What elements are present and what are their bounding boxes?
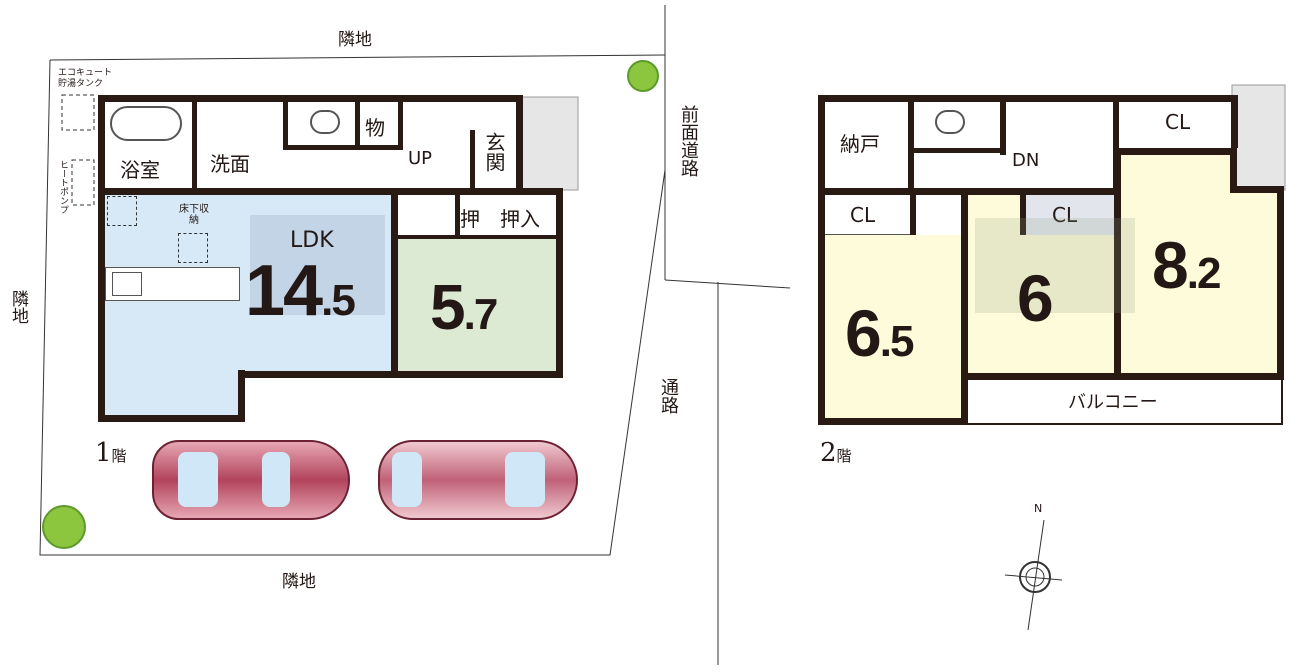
compass-north-label: N bbox=[1034, 502, 1043, 515]
ecocute-label: エコキュート貯湯タンク bbox=[58, 68, 113, 89]
bedroom-6-5-size: 6.5 bbox=[845, 296, 914, 370]
storage-label: 物 bbox=[365, 116, 385, 140]
underfloor-storage-label: 床下収納 bbox=[179, 204, 209, 226]
storeroom-label: 納戸 bbox=[840, 132, 880, 156]
neighbor-left-label: 隣地 bbox=[8, 290, 28, 324]
stairs-up-label: UP bbox=[408, 148, 433, 169]
ldk-size: 14.5 bbox=[245, 251, 356, 331]
closet-mid-label: CL bbox=[1052, 203, 1078, 227]
ldk-lower bbox=[98, 370, 245, 422]
heat-pump-label: ヒートポンプ bbox=[58, 160, 68, 214]
front-road-label: 前面道路 bbox=[678, 105, 699, 177]
stairs-down-label: DN bbox=[1012, 150, 1040, 171]
watermark-2 bbox=[975, 218, 1135, 313]
stove-icon bbox=[112, 272, 142, 296]
bedroom-6-size: 6 bbox=[1017, 261, 1054, 335]
toilet-icon bbox=[310, 110, 340, 134]
tree-icon bbox=[627, 60, 659, 92]
tree-icon bbox=[42, 505, 86, 549]
bath-label: 浴室 bbox=[120, 158, 160, 182]
bedroom-8-2 bbox=[1114, 148, 1284, 380]
washroom-label: 洗面 bbox=[210, 152, 250, 176]
ldk-label: LDK bbox=[290, 228, 334, 253]
closet-label-2: 押入 bbox=[500, 207, 540, 231]
closet-left-label: CL bbox=[850, 203, 876, 227]
neighbor-top-label: 隣地 bbox=[338, 30, 372, 50]
floor2-label: 2階 bbox=[820, 438, 852, 468]
toilet-icon bbox=[935, 110, 965, 134]
hatch-icon bbox=[107, 196, 137, 226]
closet-top-label: CL bbox=[1165, 110, 1191, 134]
bedroom-8-2-size: 8.2 bbox=[1152, 228, 1221, 302]
floor1-label: 1階 bbox=[95, 438, 127, 468]
balcony-label: バルコニー bbox=[1068, 392, 1158, 413]
japanese-room-size: 5.7 bbox=[430, 271, 498, 343]
underfloor-hatch-icon bbox=[178, 233, 208, 263]
neighbor-bottom-label: 隣地 bbox=[282, 572, 316, 592]
passage-label: 通路 bbox=[658, 378, 679, 414]
bathtub-icon bbox=[110, 106, 182, 141]
watermark bbox=[250, 215, 385, 315]
entrance-label: 玄関 bbox=[482, 132, 506, 172]
closet-label: 押 bbox=[460, 207, 480, 231]
